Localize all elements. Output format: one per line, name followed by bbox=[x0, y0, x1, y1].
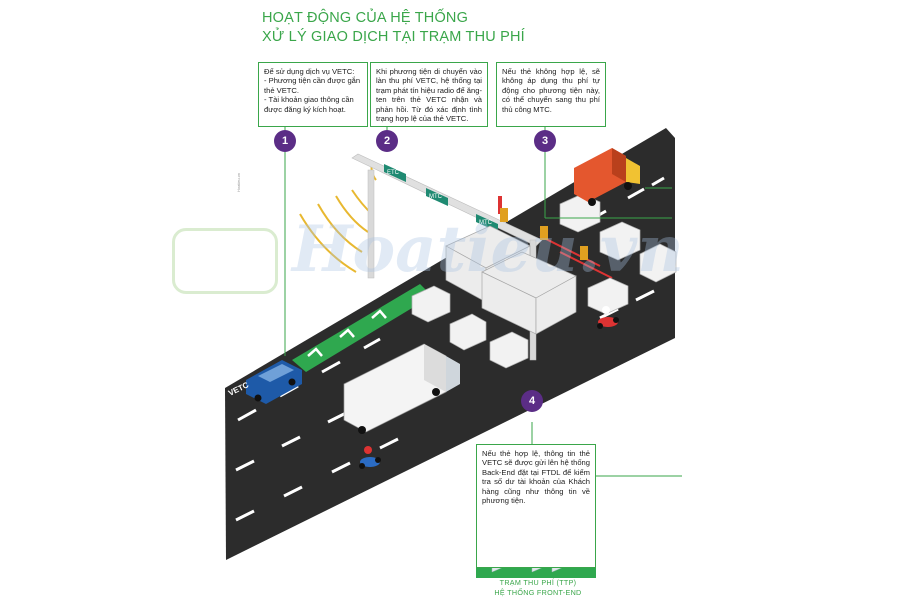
watermark-logo bbox=[172, 228, 278, 294]
etc-sign-label: ETC bbox=[387, 170, 400, 176]
etc-sign bbox=[384, 164, 406, 182]
toll-booths bbox=[445, 225, 577, 335]
step-3-box: Nếu thẻ không hợp lệ, sẽ không áp dụng t… bbox=[496, 62, 606, 127]
step-1-marker: 1 bbox=[274, 130, 296, 152]
diagram-title-line2: XỬ LÝ GIAO DỊCH TẠI TRẠM THU PHÍ bbox=[262, 29, 525, 45]
motorbike-rider bbox=[359, 446, 381, 469]
watermark: Hoatieu.vn bbox=[292, 212, 684, 287]
toll-barriers bbox=[498, 196, 613, 279]
footer-line1: TRẠM THU PHÍ (TTP) bbox=[499, 578, 577, 587]
orange-lorry bbox=[574, 148, 640, 206]
step-1-box: Để sử dụng dịch vụ VETC: - Phương tiện c… bbox=[258, 62, 368, 127]
vertical-note: Hoatieu.vn bbox=[236, 172, 241, 192]
step-1-line-2: - Phương tiện cần được gắn thẻ VETC. bbox=[264, 76, 361, 95]
mtc-sign-label: MTC bbox=[429, 194, 443, 200]
step-2-marker: 2 bbox=[376, 130, 398, 152]
road bbox=[225, 128, 675, 560]
step-3-marker: 3 bbox=[534, 130, 556, 152]
connector-lines bbox=[284, 124, 682, 477]
step-3-text: Nếu thẻ không hợp lệ, sẽ không áp dụng t… bbox=[502, 67, 600, 114]
step-1-line-3: - Tài khoản giao thông cần được đăng ký … bbox=[264, 95, 354, 114]
step-4-text: Nếu thẻ hợp lệ, thông tin thẻ VETC sẽ đư… bbox=[482, 449, 590, 506]
step-2-box: Khi phương tiện di chuyển vào làn thu ph… bbox=[370, 62, 488, 127]
blue-car bbox=[246, 360, 302, 404]
mtc-sign-2-label: MTC bbox=[479, 220, 493, 226]
step-4-box: Nếu thẻ hợp lệ, thông tin thẻ VETC sẽ đư… bbox=[476, 444, 596, 568]
motorbike-rider-2 bbox=[597, 306, 619, 329]
step-4-marker: 4 bbox=[521, 390, 543, 412]
footer-line2: HỆ THỐNG FRONT-END bbox=[494, 588, 582, 597]
lane-chevrons bbox=[307, 309, 387, 357]
diagram-title-line1: HOẠT ĐỘNG CỦA HỆ THỐNG bbox=[262, 10, 469, 26]
step-2-text: Khi phương tiện di chuyển vào làn thu ph… bbox=[376, 67, 482, 124]
step-1-line-1: Để sử dụng dịch vụ VETC: bbox=[264, 67, 355, 76]
white-truck bbox=[343, 343, 460, 434]
mtc-sign bbox=[426, 188, 448, 206]
etc-green-lane bbox=[292, 284, 432, 372]
